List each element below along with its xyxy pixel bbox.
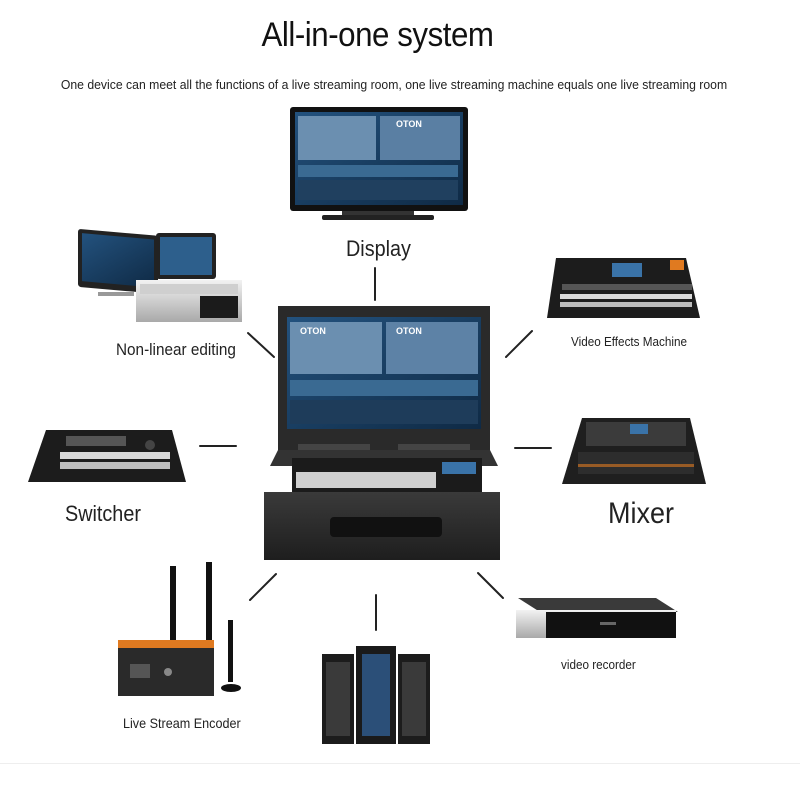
live-stream-encoder-device [118, 562, 241, 696]
video-recorder-device [516, 598, 678, 638]
label-video-recorder: video recorder [561, 657, 636, 672]
video-effects-machine-device [547, 258, 700, 318]
central-brand-left: OTON [300, 326, 326, 336]
central-streaming-device: OTON OTON [264, 306, 500, 560]
server-rack-device [322, 646, 430, 744]
page-title: All-in-one system [261, 16, 494, 54]
label-video-effects-machine: Video Effects Machine [571, 334, 688, 349]
connector-vfx [505, 330, 533, 358]
label-non-linear-editing: Non-linear editing [116, 340, 236, 359]
non-linear-editing-device [78, 229, 242, 322]
central-brand-right: OTON [396, 326, 422, 336]
display-device: OTON [290, 107, 468, 220]
connector-encoder [249, 573, 277, 601]
label-display: Display [346, 236, 411, 261]
connector-lines [199, 267, 552, 631]
page-subtitle: One device can meet all the functions of… [60, 77, 728, 92]
connector-recorder [477, 572, 504, 599]
label-switcher: Switcher [65, 501, 141, 526]
mixer-device [562, 418, 706, 484]
display-brand: OTON [396, 119, 422, 129]
footer-divider [0, 763, 800, 764]
label-live-stream-encoder: Live Stream Encoder [123, 715, 241, 731]
connector-nle [247, 332, 275, 358]
switcher-device [28, 430, 186, 482]
label-mixer: Mixer [608, 497, 675, 530]
